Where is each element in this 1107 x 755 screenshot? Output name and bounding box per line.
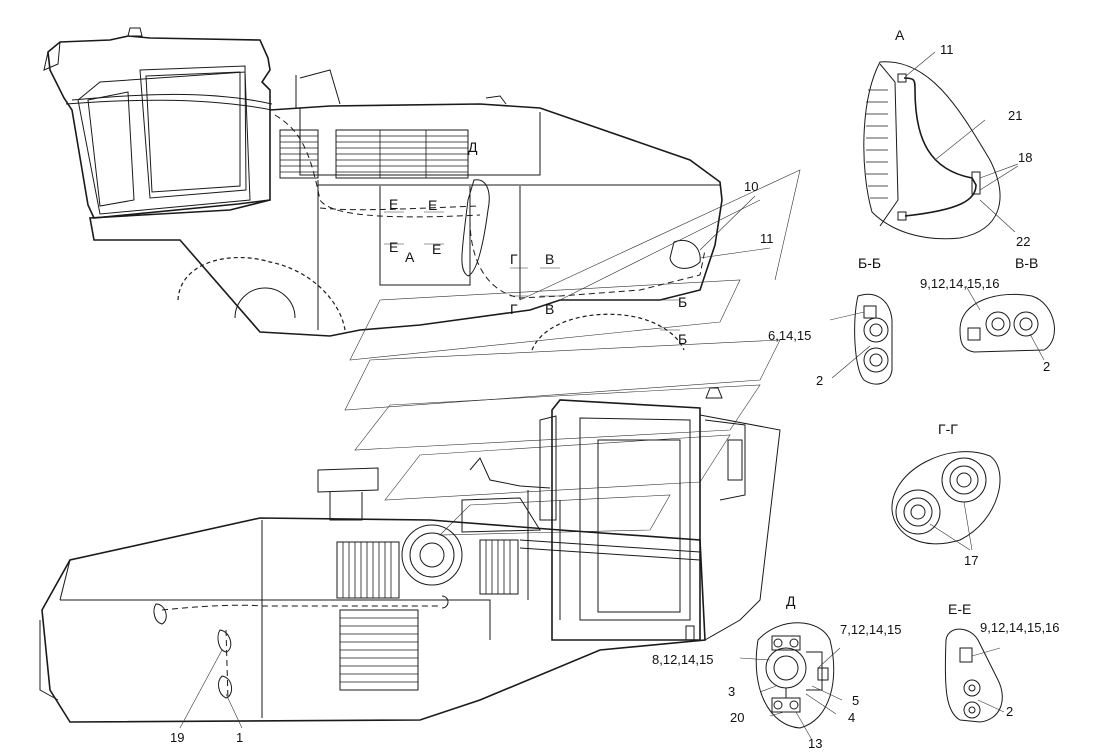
callout-BB-2: 2 xyxy=(816,373,823,388)
section-mark-A: А xyxy=(405,249,415,265)
section-mark-V1: В xyxy=(545,251,554,267)
section-mark-V2: В xyxy=(545,301,554,317)
projection-lines xyxy=(344,169,801,536)
view-title-GG: Г-Г xyxy=(938,421,958,437)
callout-D-7-12-14-15: 7,12,14,15 xyxy=(840,622,901,637)
callout-A-11: 11 xyxy=(940,42,954,57)
view-title-A: А xyxy=(895,27,905,43)
callout-D-20: 20 xyxy=(730,710,744,725)
section-mark-E4: Е xyxy=(432,241,441,257)
detail-view-GG xyxy=(891,451,1001,551)
section-mark-B2: Б xyxy=(678,331,687,347)
section-mark-E2: Е xyxy=(428,197,437,213)
detail-view-VV xyxy=(959,285,1055,361)
callout-main-11: 11 xyxy=(760,231,774,246)
detail-view-A xyxy=(863,51,1019,240)
callout-A-21: 21 xyxy=(1008,108,1022,123)
callout-lower-1: 1 xyxy=(236,730,243,745)
view-title-EE: Е-Е xyxy=(948,601,971,617)
callout-D-8-12-14-15: 8,12,14,15 xyxy=(652,652,713,667)
lower-rear-view xyxy=(39,387,781,723)
callout-lower-19: 19 xyxy=(170,730,184,745)
section-mark-G1: Г xyxy=(510,251,518,267)
detail-view-EE xyxy=(944,628,1005,723)
detail-view-BB xyxy=(829,293,893,385)
callout-D-5: 5 xyxy=(852,693,859,708)
view-title-VV: В-В xyxy=(1015,255,1038,271)
view-title-D: Д xyxy=(786,593,796,609)
callout-EE-2: 2 xyxy=(1006,704,1013,719)
callout-main-10: 10 xyxy=(744,179,758,194)
section-mark-E1: Е xyxy=(389,196,398,212)
upper-side-view xyxy=(43,27,723,351)
callout-EE-9-12-14-15-16: 9,12,14,15,16 xyxy=(980,620,1060,635)
callout-D-13: 13 xyxy=(808,736,822,751)
callout-BB-6-14-15: 6,14,15 xyxy=(768,328,811,343)
callout-D-3: 3 xyxy=(728,684,735,699)
section-mark-D: Д xyxy=(468,139,478,155)
callout-GG-17: 17 xyxy=(964,553,978,568)
section-mark-B1: Б xyxy=(678,294,687,310)
detail-view-D xyxy=(739,622,843,741)
section-mark-E3: Е xyxy=(389,239,398,255)
callout-A-22: 22 xyxy=(1016,234,1030,249)
section-mark-G2: Г xyxy=(510,301,518,317)
callout-VV-2: 2 xyxy=(1043,359,1050,374)
view-title-BB: Б-Б xyxy=(858,255,881,271)
callout-A-18: 18 xyxy=(1018,150,1032,165)
callout-D-4: 4 xyxy=(848,710,855,725)
callout-VV-9-12-14-15-16: 9,12,14,15,16 xyxy=(920,276,1000,291)
